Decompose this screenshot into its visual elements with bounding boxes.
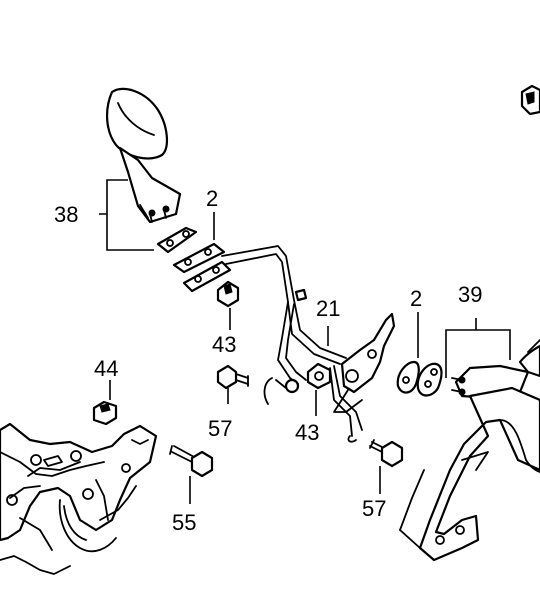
right-mirror-base bbox=[451, 339, 540, 400]
right-washer-plates bbox=[396, 360, 443, 397]
callout-57-right: 57 bbox=[362, 496, 386, 521]
left-mirror-assembly bbox=[106, 87, 182, 224]
callout-57-left: 57 bbox=[208, 416, 232, 441]
mirror-stay-rod bbox=[221, 245, 363, 443]
left-frame-bracket bbox=[0, 422, 158, 575]
callout-43-upper: 43 bbox=[212, 332, 236, 357]
callout-39: 39 bbox=[458, 282, 482, 307]
callout-55: 55 bbox=[172, 510, 196, 535]
upper-nut bbox=[216, 280, 240, 308]
corner-fragment bbox=[520, 84, 540, 116]
callout-38: 38 bbox=[54, 202, 78, 227]
callout-44: 44 bbox=[94, 356, 118, 381]
callout-43-lower: 43 bbox=[295, 420, 319, 445]
right-bracket-plate bbox=[333, 312, 396, 413]
callout-2-right: 2 bbox=[410, 286, 422, 311]
small-bolt bbox=[92, 400, 118, 426]
long-bolt bbox=[169, 445, 214, 478]
left-washer-plates bbox=[172, 242, 232, 293]
lower-nut bbox=[306, 362, 332, 390]
left-bolt bbox=[216, 364, 249, 390]
mirror-gasket bbox=[156, 226, 198, 254]
right-bolt bbox=[369, 439, 404, 468]
callout-21: 21 bbox=[316, 296, 340, 321]
right-frame-arm bbox=[399, 386, 540, 562]
callout-2-left: 2 bbox=[206, 186, 218, 211]
